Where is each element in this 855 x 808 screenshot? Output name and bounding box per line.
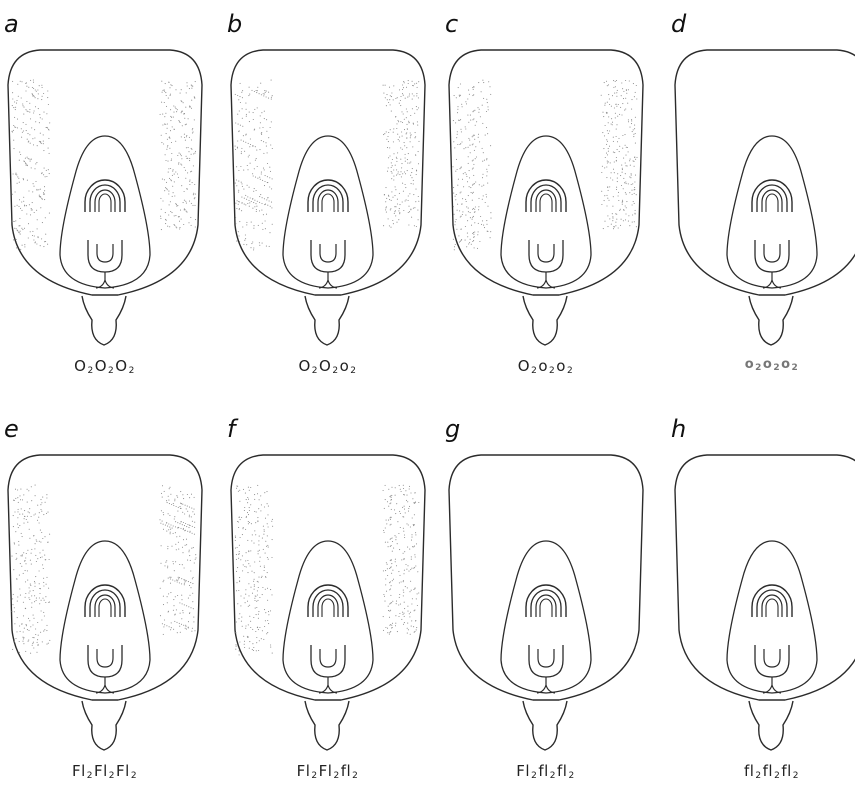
- radicle: [88, 645, 122, 693]
- kernel-outline: [449, 455, 643, 700]
- opaque-stipple: [11, 79, 196, 250]
- kernel-drawing: [441, 445, 651, 765]
- embryo-outline: [727, 541, 817, 693]
- pedicel: [305, 701, 349, 750]
- opaque-stipple: [235, 485, 420, 656]
- embryo-outline: [283, 136, 373, 288]
- panel-letter: f: [227, 415, 235, 443]
- kernel-outline: [231, 455, 425, 700]
- radicle: [529, 240, 563, 288]
- genotype-label: O2O2o2: [223, 357, 433, 376]
- plumule: [526, 585, 566, 617]
- kernel-outline: [231, 50, 425, 295]
- opaque-stipple: [452, 80, 637, 251]
- embryo-outline: [60, 136, 150, 288]
- plumule: [526, 180, 566, 212]
- kernel-drawing: [0, 445, 210, 765]
- kernel-drawing: [667, 445, 855, 765]
- panel-letter: a: [4, 10, 19, 38]
- plumule: [85, 585, 125, 617]
- plumule: [308, 585, 348, 617]
- pedicel: [523, 701, 567, 750]
- panel-letter: d: [671, 10, 686, 38]
- panel-d: d o2o2o2: [667, 0, 855, 390]
- kernel-outline: [8, 50, 202, 295]
- panel-h: h fl2fl2fl2: [667, 405, 855, 795]
- pedicel: [82, 701, 126, 750]
- radicle: [311, 645, 345, 693]
- panel-letter: b: [227, 10, 242, 38]
- kernel-drawing: [667, 40, 855, 360]
- kernel-drawing: [441, 40, 651, 360]
- embryo-outline: [727, 136, 817, 288]
- genotype-label: Fl2Fl2fl2: [223, 762, 433, 781]
- panel-letter: h: [671, 415, 686, 443]
- embryo-outline: [60, 541, 150, 693]
- pedicel: [523, 296, 567, 345]
- panel-letter: e: [4, 415, 19, 443]
- genotype-label: o2o2o2: [667, 357, 855, 373]
- plumule: [308, 180, 348, 212]
- pedicel: [749, 701, 793, 750]
- opaque-stipple: [235, 80, 420, 251]
- genotype-label: O2O2O2: [0, 357, 210, 376]
- panel-letter: g: [445, 415, 460, 443]
- embryo-outline: [501, 541, 591, 693]
- radicle: [529, 645, 563, 693]
- plumule: [85, 180, 125, 212]
- genotype-label: Fl2Fl2Fl2: [0, 762, 210, 781]
- kernel-drawing: [223, 40, 433, 360]
- panel-letter: c: [445, 10, 458, 38]
- pedicel: [305, 296, 349, 345]
- radicle: [88, 240, 122, 288]
- radicle: [311, 240, 345, 288]
- plumule: [752, 180, 792, 212]
- kernel-drawing: [223, 445, 433, 765]
- embryo-outline: [283, 541, 373, 693]
- genotype-label: Fl2fl2fl2: [441, 762, 651, 781]
- kernel-drawing: [0, 40, 210, 360]
- plumule: [752, 585, 792, 617]
- pedicel: [749, 296, 793, 345]
- genotype-label: O2o2o2: [441, 357, 651, 376]
- opaque-stipple: [11, 485, 196, 654]
- radicle: [755, 240, 789, 288]
- pedicel: [82, 296, 126, 345]
- radicle: [755, 645, 789, 693]
- kernel-outline: [8, 455, 202, 700]
- genotype-label: fl2fl2fl2: [667, 762, 855, 781]
- embryo-outline: [501, 136, 591, 288]
